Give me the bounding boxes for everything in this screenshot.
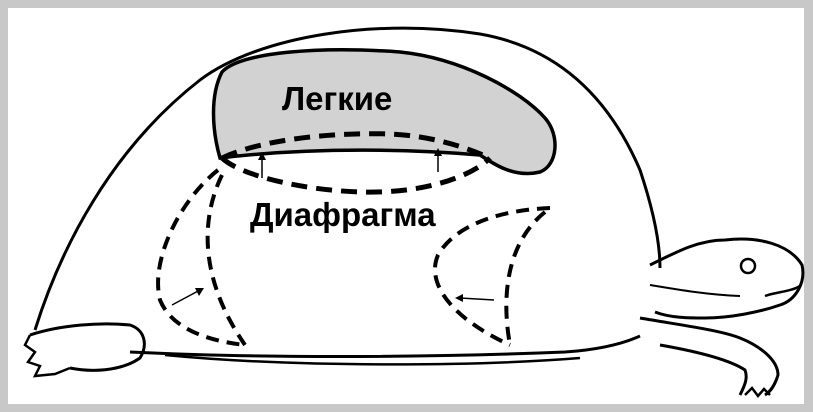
neck — [650, 239, 803, 318]
arrow-rear-pocket — [172, 288, 204, 305]
rear-claws — [25, 335, 70, 376]
front-leg — [640, 318, 778, 395]
diaphragm-label: Диафрагма — [250, 198, 436, 231]
front-pocket-inner — [506, 212, 545, 345]
rear-pocket-outer — [158, 170, 245, 345]
lungs-label: Легкие — [282, 82, 392, 115]
rear-leg — [30, 324, 144, 370]
arrow-lung-left — [258, 152, 266, 178]
eye — [741, 259, 755, 273]
front-pocket-outer — [435, 208, 550, 345]
arrow-front-pocket — [455, 294, 494, 302]
neck-fold — [650, 285, 740, 296]
rear-pocket-inner — [208, 175, 245, 345]
